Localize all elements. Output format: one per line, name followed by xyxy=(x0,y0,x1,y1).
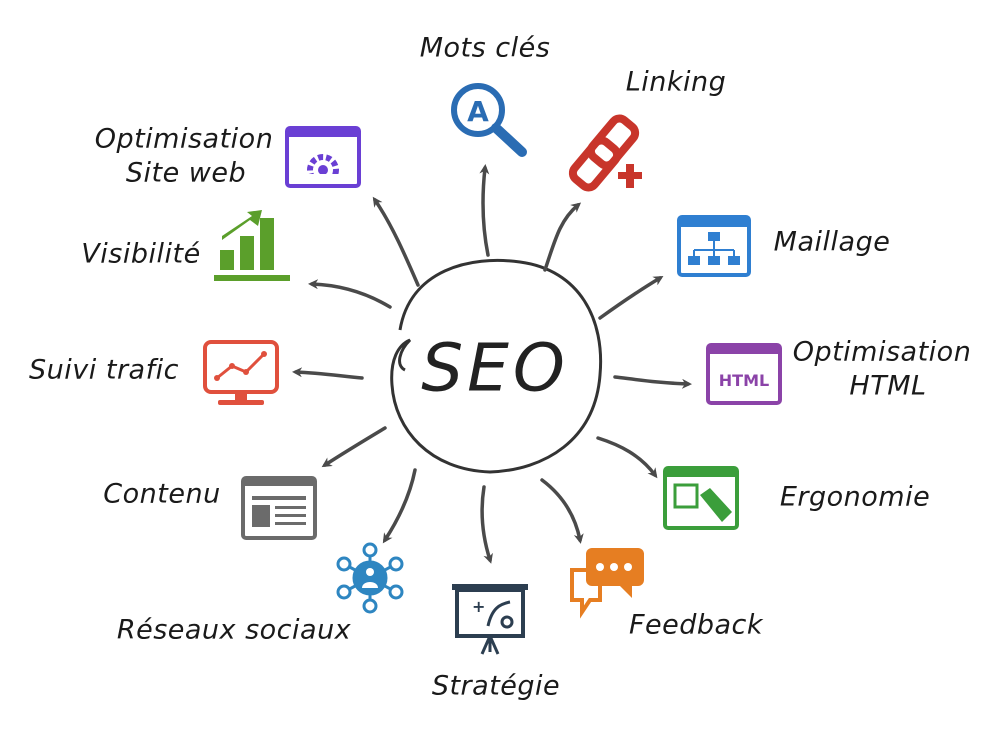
arrow-strategie xyxy=(480,485,493,564)
bar-chart-icon xyxy=(214,210,290,281)
label-feedback: Feedback xyxy=(628,609,764,641)
svg-text:+: + xyxy=(472,597,485,616)
arrow-ergonomie xyxy=(596,436,658,479)
magnifier-icon: A xyxy=(451,83,527,157)
arrow-site-web xyxy=(372,196,420,287)
chat-bubble-icon xyxy=(570,548,644,619)
social-network-icon xyxy=(336,542,404,614)
label-ergonomie: Ergonomie xyxy=(779,481,931,513)
label-optimisation-site-line1: Optimisation xyxy=(94,123,274,155)
arrow-linking xyxy=(543,202,582,272)
arrow-contenu xyxy=(321,426,387,468)
sitemap-icon xyxy=(677,215,751,277)
label-optimisation-html-line1: Optimisation xyxy=(792,336,972,368)
label-visibilite: Visibilité xyxy=(81,238,201,270)
label-optimisation-html-line2: HTML xyxy=(849,370,927,402)
label-suivi-trafic: Suivi trafic xyxy=(29,354,179,386)
label-optimisation-site-line2: Site web xyxy=(125,157,247,189)
traffic-monitor-icon xyxy=(203,340,279,405)
website-gear-icon xyxy=(285,126,361,188)
arrow-maillage xyxy=(598,275,664,320)
arrow-html xyxy=(613,375,692,389)
svg-text:A: A xyxy=(467,95,489,128)
chain-link-icon xyxy=(568,114,642,192)
arrow-visibilite xyxy=(308,279,392,309)
ergonomy-window-icon xyxy=(663,466,739,530)
label-reseaux-sociaux: Réseaux sociaux xyxy=(116,614,352,646)
html-window-icon: HTML xyxy=(706,343,782,405)
center-circle xyxy=(390,258,603,474)
arrow-mots-cles xyxy=(479,164,490,257)
center-seo-label: SEO xyxy=(421,329,569,407)
label-mots-cles: Mots clés xyxy=(419,32,551,64)
label-maillage: Maillage xyxy=(773,226,891,258)
label-strategie: Stratégie xyxy=(431,670,561,702)
label-linking: Linking xyxy=(625,66,727,98)
label-contenu: Contenu xyxy=(103,478,221,510)
arrow-reseaux xyxy=(382,468,417,544)
arrow-suivi xyxy=(292,367,364,380)
arrow-feedback xyxy=(540,478,584,544)
html-icon-text: HTML xyxy=(719,371,769,390)
strategy-board-icon: + xyxy=(452,584,528,655)
content-document-icon xyxy=(241,476,317,540)
